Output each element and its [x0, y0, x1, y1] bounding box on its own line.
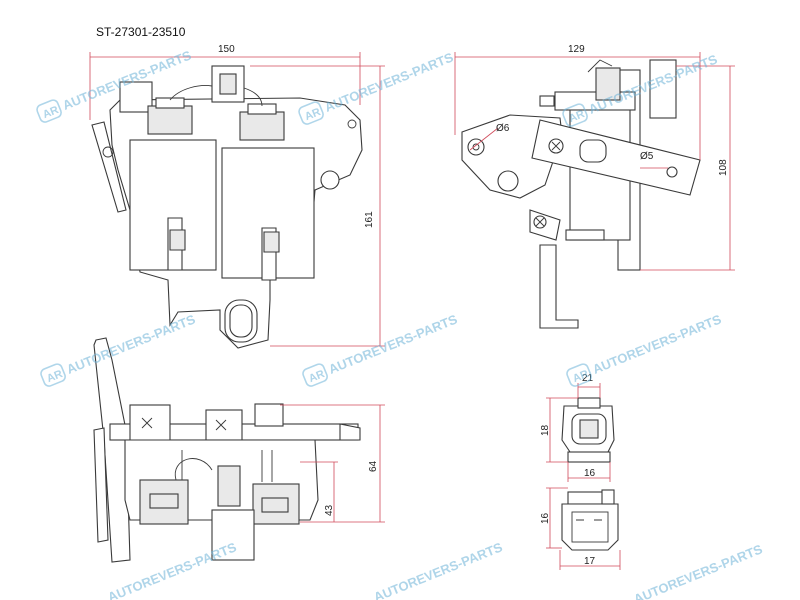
- watermark-text: AUTOREVERS-PARTS: [322, 49, 455, 115]
- watermark-logo: AR: [307, 368, 326, 385]
- watermark-logo: AR: [567, 108, 586, 125]
- watermark-text: AUTOREVERS-PARTS: [326, 311, 459, 377]
- watermark-5: AR AUTOREVERS-PARTS: [302, 311, 460, 387]
- bottom-dimensions: 64 43: [280, 404, 385, 523]
- side-view: [461, 59, 701, 329]
- watermark-text: AUTOREVERS-PARTS: [632, 541, 765, 600]
- watermark-logo: AR: [303, 106, 322, 123]
- watermark-logo: AR: [45, 368, 64, 385]
- watermark-text: AUTOREVERS-PARTS: [590, 311, 723, 377]
- dim-hole-right: Ø5: [640, 151, 654, 162]
- dim-front-height: 161: [364, 211, 375, 228]
- watermark-logo: AR: [571, 368, 590, 385]
- front-view: [91, 65, 363, 349]
- connector-bottom-view: [561, 489, 619, 551]
- watermark-9: AUTOREVERS-PARTS: [632, 541, 765, 600]
- dim-connector-bottom-width: 17: [584, 556, 596, 567]
- dim-connector-bottom-height: 16: [540, 512, 551, 524]
- watermark-logo: AR: [41, 104, 60, 121]
- dim-hole-left: Ø6: [496, 123, 510, 134]
- watermark-8: AUTOREVERS-PARTS: [372, 539, 505, 600]
- dim-connector-top-width: 21: [582, 373, 594, 384]
- connector-top-view: [561, 397, 615, 463]
- connector-top-dimensions: 21 18 16: [540, 373, 611, 482]
- dim-connector-top-base: 16: [584, 468, 596, 479]
- watermark-text: AUTOREVERS-PARTS: [64, 311, 197, 377]
- part-number-title: ST-27301-23510: [96, 25, 186, 39]
- dim-front-width: 150: [218, 44, 235, 55]
- watermark-4: AR AUTOREVERS-PARTS: [40, 311, 198, 387]
- watermark-text: AUTOREVERS-PARTS: [372, 539, 505, 600]
- dim-side-height: 108: [718, 159, 729, 176]
- dim-bottom-inner-height: 43: [324, 504, 335, 516]
- dim-connector-top-height: 18: [540, 424, 551, 436]
- dim-bottom-height: 64: [368, 460, 379, 472]
- side-dimensions: 129 108 Ø6 Ø5: [454, 44, 735, 271]
- dim-side-width: 129: [568, 44, 585, 55]
- connector-bottom-dimensions: 16 17: [540, 487, 621, 570]
- front-dimensions: 150 161: [89, 44, 385, 347]
- bottom-view: [93, 337, 361, 563]
